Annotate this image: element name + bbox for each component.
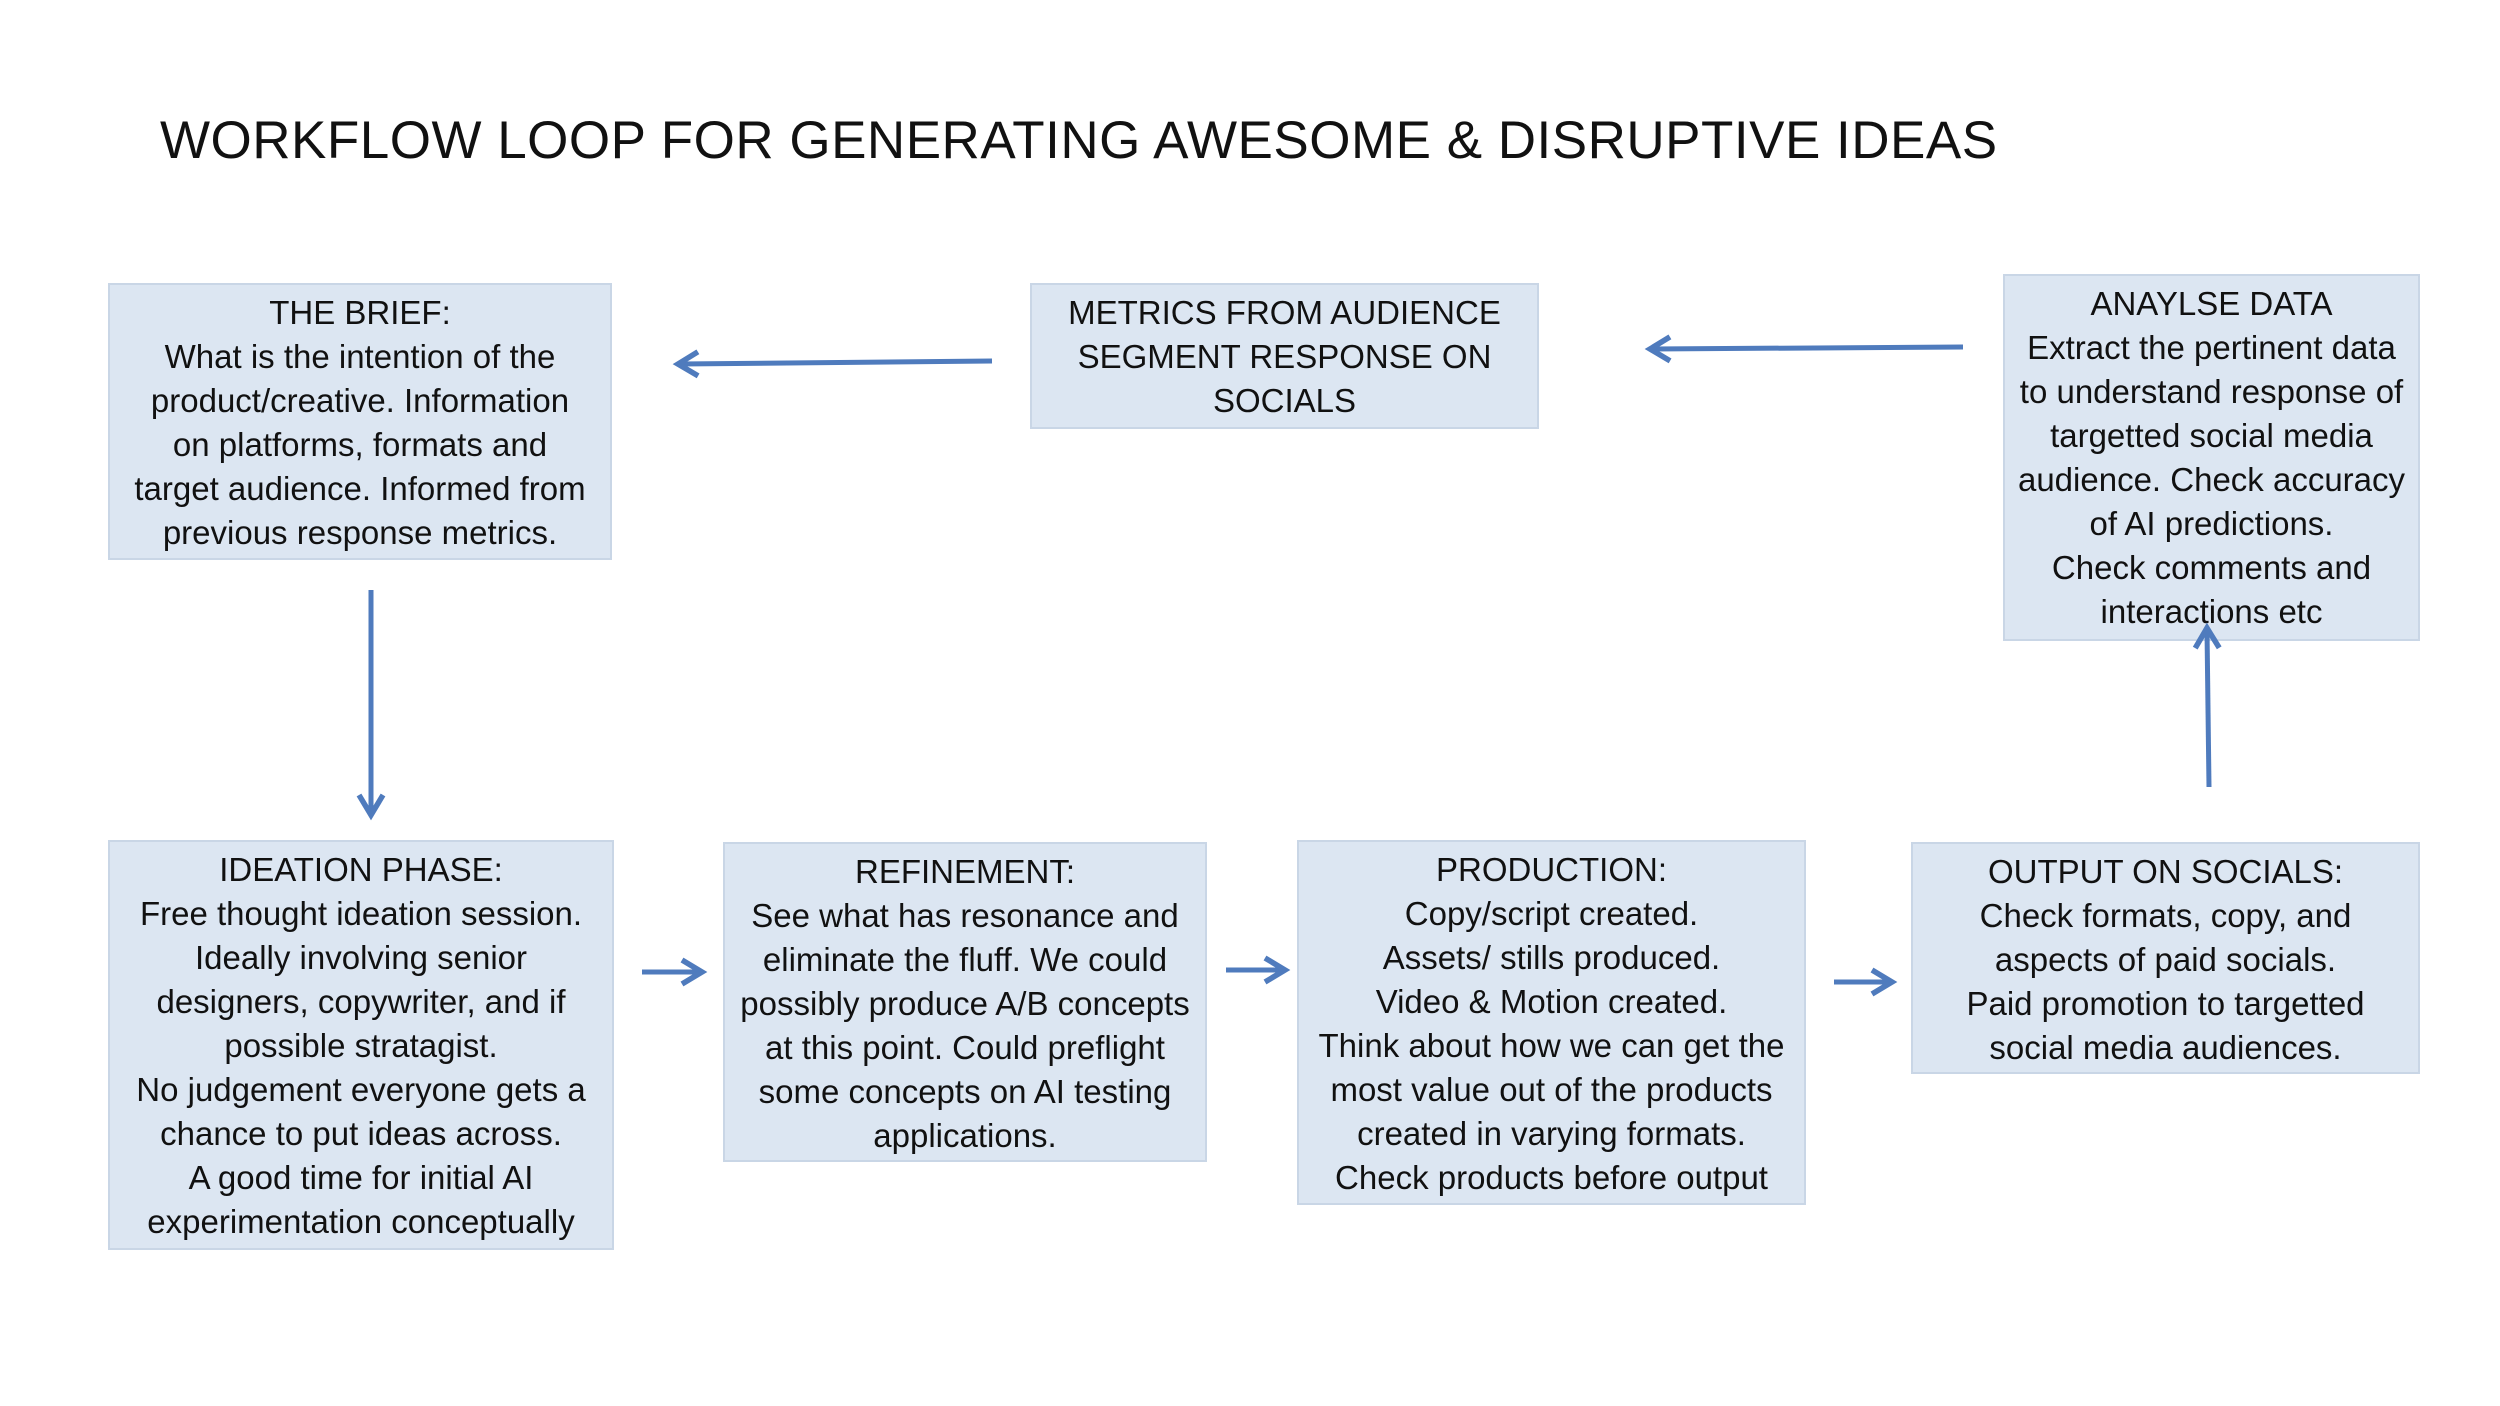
metrics-text-line: SOCIALS [1212, 382, 1357, 419]
analyse-text-line: targetted social media [2050, 417, 2373, 454]
arrow-output-to-analyse [2192, 622, 2222, 788]
ideation-text-line: Free thought ideation session. [139, 895, 583, 932]
arrow-metrics-to-brief [672, 349, 993, 379]
output-text-line: social media audiences. [1989, 1029, 2342, 1066]
production-text-line: created in varying formats. [1357, 1115, 1746, 1152]
production-text-line: Copy/script created. [1404, 895, 1699, 932]
ideation-text-line: Ideally involving senior [194, 939, 527, 976]
refinement-heading: REFINEMENT: [854, 853, 1075, 890]
production-box: PRODUCTION: Copy/script created. Assets/… [1297, 840, 1806, 1205]
output-on-socials-box: OUTPUT ON SOCIALS: Check formats, copy, … [1911, 842, 2420, 1074]
arrow-analyse-to-metrics [1644, 334, 1964, 364]
ideation-text-line: possible stratagist. [224, 1027, 498, 1064]
refinement-text-line: eliminate the fluff. We could [762, 941, 1168, 978]
ideation-text-line: No judgement everyone gets a [136, 1071, 586, 1108]
ideation-text-line: chance to put ideas across. [160, 1115, 562, 1152]
refinement-text-line: applications. [873, 1117, 1057, 1154]
brief-text-line: What is the intention of the [164, 338, 556, 375]
production-text-line: Think about how we can get the [1318, 1027, 1785, 1064]
brief-box: THE BRIEF: What is the intention of the … [108, 283, 612, 560]
ideation-text-line: experimentation conceptually [147, 1203, 575, 1240]
production-text-line: Check products before output [1335, 1159, 1768, 1196]
ideation-text-line: A good time for initial AI [188, 1159, 534, 1196]
output-heading: OUTPUT ON SOCIALS: [1987, 853, 2344, 890]
ideation-box: IDEATION PHASE: Free thought ideation se… [108, 840, 614, 1250]
brief-text-line: product/creative. Information [150, 382, 570, 419]
metrics-box: METRICS FROM AUDIENCE SEGMENT RESPONSE O… [1030, 283, 1539, 429]
analyse-data-box: ANAYLSE DATA Extract the pertinent data … [2003, 274, 2420, 641]
production-text-line: Video & Motion created. [1375, 983, 1728, 1020]
brief-heading: THE BRIEF: [269, 294, 451, 331]
production-heading: PRODUCTION: [1436, 851, 1667, 888]
refinement-text-line: some concepts on AI testing [758, 1073, 1172, 1110]
production-text-line: Assets/ stills produced. [1382, 939, 1721, 976]
refinement-text-line: at this point. Could preflight [765, 1029, 1165, 1066]
refinement-text-line: possibly produce A/B concepts [740, 985, 1190, 1022]
analyse-text-line: of AI predictions. [2089, 505, 2334, 542]
output-text-line: Check formats, copy, and [1979, 897, 2352, 934]
analyse-heading: ANAYLSE DATA [2090, 285, 2333, 322]
page-title: WORKFLOW LOOP FOR GENERATING AWESOME & D… [160, 111, 1998, 170]
brief-text-line: target audience. Informed from [134, 470, 586, 507]
refinement-text-line: See what has resonance and [751, 897, 1179, 934]
metrics-text-line: METRICS FROM AUDIENCE [1068, 294, 1501, 331]
brief-text-line: on platforms, formats and [172, 426, 548, 463]
analyse-text-line: to understand response of [2019, 373, 2404, 410]
metrics-text-line: SEGMENT RESPONSE ON [1077, 338, 1492, 375]
output-text-line: aspects of paid socials. [1994, 941, 2337, 978]
brief-text-line: previous response metrics. [162, 514, 558, 551]
output-text-line: Paid promotion to targetted [1966, 985, 2365, 1022]
refinement-box: REFINEMENT: See what has resonance and e… [723, 842, 1207, 1162]
analyse-text-line: Check comments and [2051, 549, 2372, 586]
analyse-text-line: Extract the pertinent data [2027, 329, 2396, 366]
production-text-line: most value out of the products [1330, 1071, 1773, 1108]
ideation-text-line: designers, copywriter, and if [156, 983, 566, 1020]
ideation-heading: IDEATION PHASE: [219, 851, 503, 888]
analyse-text-line: audience. Check accuracy [2017, 461, 2406, 498]
